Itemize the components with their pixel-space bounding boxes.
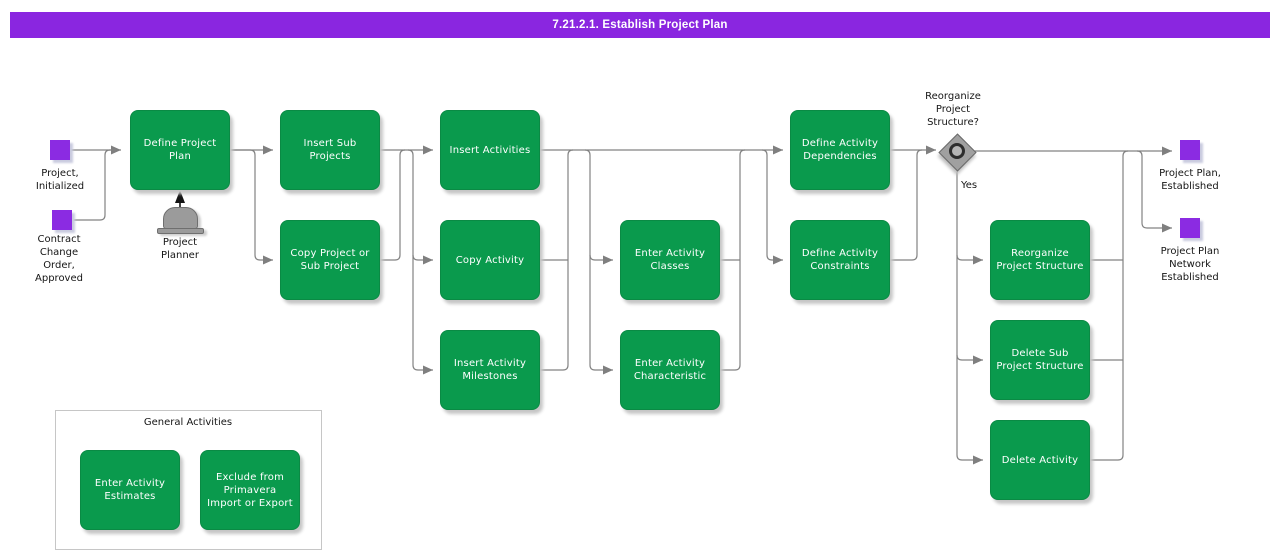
task-insert-activity-milestones[interactable]: Insert Activity Milestones bbox=[440, 330, 540, 410]
task-label: Insert Activities bbox=[449, 144, 531, 156]
general-activities-title: General Activities bbox=[143, 417, 233, 428]
task-delete-sub-project-structure[interactable]: Delete Sub Project Structure bbox=[990, 320, 1090, 400]
page-title: 7.21.2.1. Establish Project Plan bbox=[552, 19, 728, 31]
event-project-plan-network-established[interactable] bbox=[1180, 218, 1200, 238]
task-exclude-from-primavera-import-or-export[interactable]: Exclude from Primavera Import or Export bbox=[200, 450, 300, 530]
task-label: Exclude from Primavera Import or Export bbox=[207, 471, 293, 509]
actor-label-project-planner: Project Planner bbox=[161, 237, 199, 261]
event-project-plan-established[interactable] bbox=[1180, 140, 1200, 160]
task-label: Copy Project or Sub Project bbox=[290, 248, 370, 272]
task-label: Delete Activity bbox=[1001, 454, 1079, 466]
task-delete-activity[interactable]: Delete Activity bbox=[990, 420, 1090, 500]
project-planner-icon bbox=[163, 207, 198, 229]
task-label: Reorganize Project Structure bbox=[996, 248, 1084, 272]
event-project-initialized[interactable] bbox=[50, 140, 70, 160]
task-label: Insert Activity Milestones bbox=[453, 358, 527, 382]
task-label: Copy Activity bbox=[455, 254, 525, 266]
task-reorganize-project-structure[interactable]: Reorganize Project Structure bbox=[990, 220, 1090, 300]
project-planner-icon-base bbox=[157, 228, 204, 234]
event-label-project-initialized: Project, Initialized bbox=[35, 168, 85, 192]
task-copy-project-or-sub-project[interactable]: Copy Project or Sub Project bbox=[280, 220, 380, 300]
task-insert-activities[interactable]: Insert Activities bbox=[440, 110, 540, 190]
decision-yes-label: Yes bbox=[961, 180, 978, 191]
event-contract-change-order-approved[interactable] bbox=[52, 210, 72, 230]
task-label: Delete Sub Project Structure bbox=[996, 348, 1084, 372]
event-label-contract-change-order-approved: Contract Change Order, Approved bbox=[35, 234, 83, 284]
task-label: Enter Activity Characteristic bbox=[633, 358, 707, 382]
task-label: Enter Activity Classes bbox=[634, 248, 706, 272]
task-copy-activity[interactable]: Copy Activity bbox=[440, 220, 540, 300]
task-define-activity-constraints[interactable]: Define Activity Constraints bbox=[790, 220, 890, 300]
decision-question-label: Reorganize Project Structure? bbox=[925, 91, 981, 128]
event-label-project-plan-network-established: Project Plan Network Established bbox=[1160, 246, 1220, 283]
decision-gateway-icon bbox=[949, 143, 965, 159]
task-enter-activity-estimates[interactable]: Enter Activity Estimates bbox=[80, 450, 180, 530]
task-label: Define Activity Dependencies bbox=[801, 138, 879, 162]
task-label: Define Activity Constraints bbox=[801, 248, 879, 272]
task-define-activity-dependencies[interactable]: Define Activity Dependencies bbox=[790, 110, 890, 190]
task-enter-activity-characteristic[interactable]: Enter Activity Characteristic bbox=[620, 330, 720, 410]
task-label: Define Project Plan bbox=[143, 138, 217, 162]
event-label-project-plan-established: Project Plan, Established bbox=[1159, 168, 1221, 192]
title-banner: 7.21.2.1. Establish Project Plan bbox=[10, 12, 1270, 38]
task-label: Enter Activity Estimates bbox=[94, 478, 166, 502]
task-label: Insert Sub Projects bbox=[303, 138, 357, 162]
task-insert-sub-projects[interactable]: Insert Sub Projects bbox=[280, 110, 380, 190]
task-define-project-plan[interactable]: Define Project Plan bbox=[130, 110, 230, 190]
task-enter-activity-classes[interactable]: Enter Activity Classes bbox=[620, 220, 720, 300]
